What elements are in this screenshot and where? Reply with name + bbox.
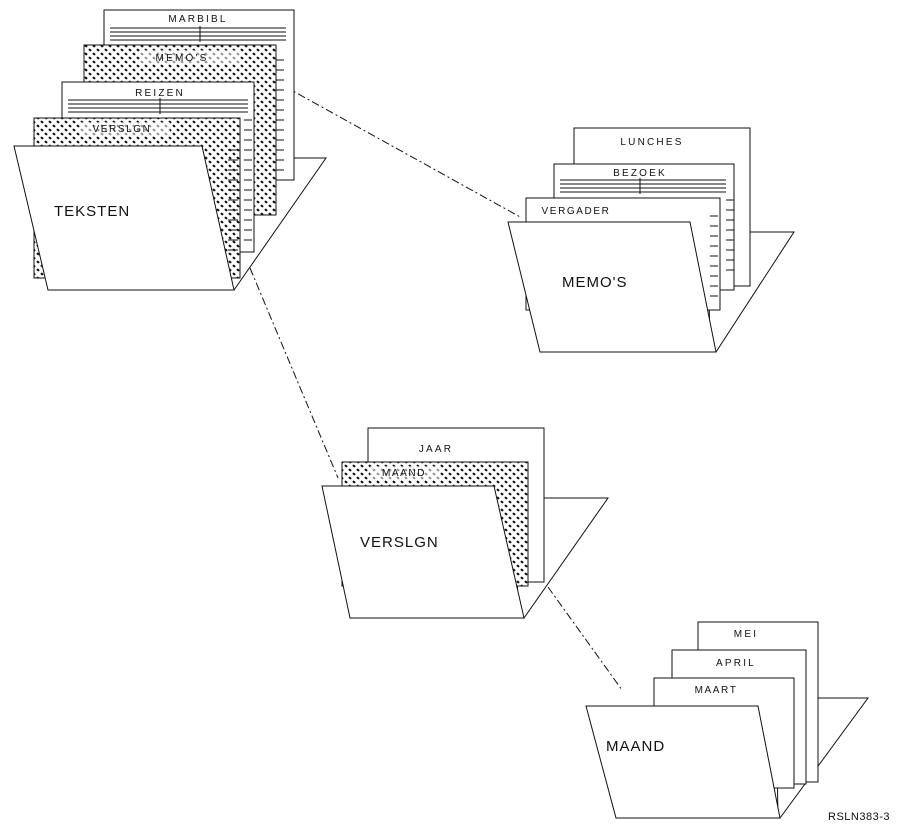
doc-mei-label: MEI (734, 629, 758, 640)
folder-maand-label: MAAND (606, 738, 665, 755)
doc-lunches-label: LUNCHES (620, 137, 683, 148)
folder-verslgn-front (322, 486, 524, 618)
doc-memos-label: MEMO'S (156, 53, 209, 64)
doc-verslgn-label: VERSLGN (93, 124, 152, 135)
doc-april-label: APRIL (716, 658, 756, 669)
doc-marbibl-label: MARBIBL (168, 14, 227, 25)
folder-verslgn-label: VERSLGN (360, 534, 439, 551)
folder-verslgn[interactable]: JAAR MAAND VERSLGN (322, 428, 608, 618)
folder-memos-label: MEMO'S (562, 274, 628, 291)
doc-maand-label: MAAND (382, 468, 426, 479)
link-teksten-memos (284, 86, 522, 218)
doc-vergader-label: VERGADER (542, 206, 611, 217)
folder-teksten-label: TEKSTEN (54, 203, 130, 220)
link-teksten-verslgn (250, 268, 338, 478)
folder-teksten[interactable]: MARBIBL MEMO'S REIZEN VERSLGN TEKSTEN (14, 10, 326, 290)
doc-reizen-label: REIZEN (135, 88, 185, 99)
folder-maand-front (586, 706, 780, 818)
folder-maand[interactable]: MEI APRIL MAART MAAND (586, 622, 868, 818)
doc-maart-label: MAART (695, 685, 738, 696)
figure-id: RSLN383-3 (828, 811, 890, 823)
doc-bezoek-label: BEZOEK (613, 168, 667, 179)
folder-memos[interactable]: LUNCHES BEZOEK VERGADER MEMO'S (508, 128, 794, 352)
doc-jaar-label: JAAR (419, 444, 453, 455)
